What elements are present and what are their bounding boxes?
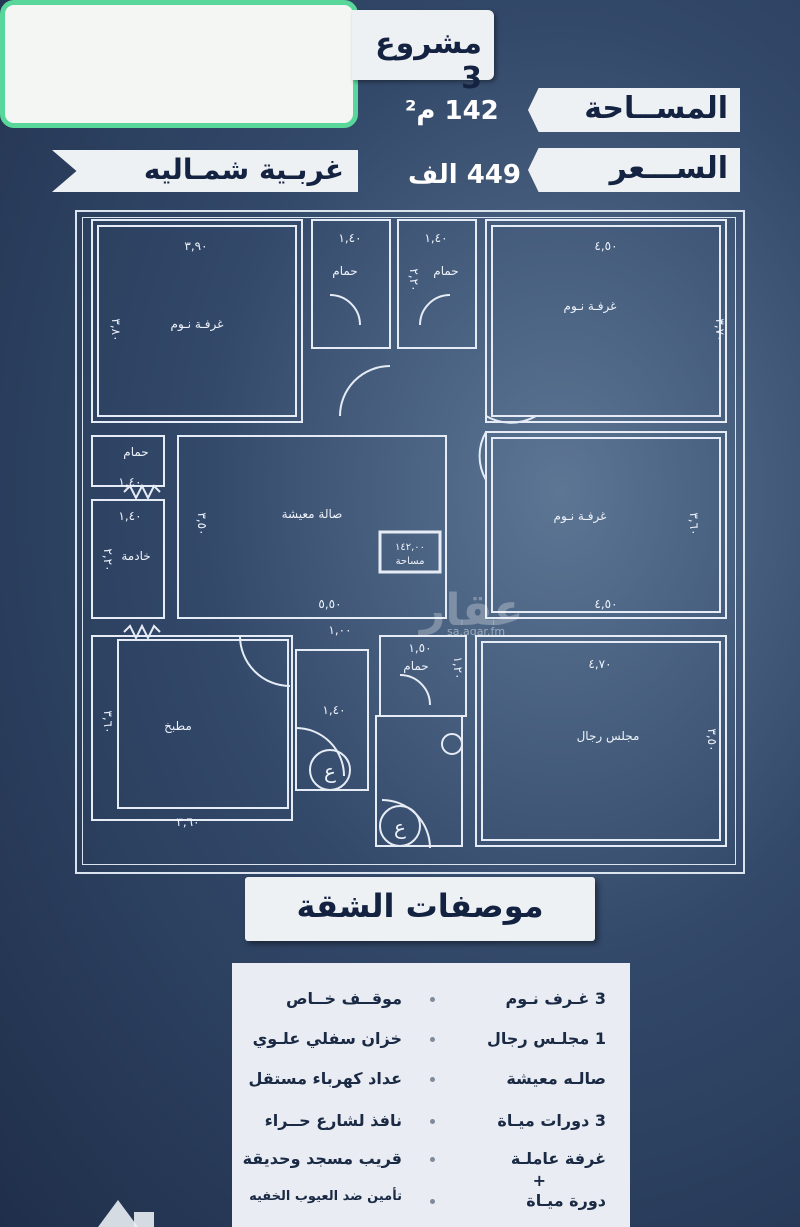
area-label-ribbon: المســاحة bbox=[528, 88, 740, 132]
majlis-height: ٣,٥٠ bbox=[705, 728, 719, 751]
building-logo-icon bbox=[98, 1200, 154, 1227]
spec-right-1: 3 غـرف نـوم bbox=[505, 989, 606, 1008]
bullet bbox=[430, 997, 435, 1002]
bullet bbox=[430, 1199, 435, 1204]
lobby-walls bbox=[375, 715, 463, 847]
bath1-walls bbox=[311, 219, 391, 349]
bedroom1-walls bbox=[91, 219, 303, 423]
floor-plan: ٣,٩٠ غرفـة نـوم ٣,٨٠ ١,٤٠ حمام ١,٤٠ حمام… bbox=[91, 219, 727, 849]
maid-walls bbox=[91, 499, 165, 619]
project-title-tab: مشروع 3 bbox=[352, 10, 494, 96]
bedroom2-walls bbox=[485, 219, 727, 423]
watermark-url: sa.aqar.fm bbox=[447, 625, 506, 638]
bath2-height: ٢,٢٠ bbox=[407, 268, 421, 291]
spec-right-plus: + bbox=[532, 1171, 546, 1190]
bath2-width: ١,٤٠ bbox=[424, 231, 447, 245]
elevator2-icon: ع bbox=[394, 815, 406, 839]
spec-right-2: 1 مجلـس رجال bbox=[487, 1029, 606, 1048]
bedroom2-height: ٣,٧٠ bbox=[713, 318, 727, 341]
bedroom3-height: ٣,٦٠ bbox=[687, 512, 701, 535]
project-title: مشروع 3 bbox=[375, 26, 482, 96]
spec-left-2: خزان سفلي علـوي bbox=[252, 1029, 402, 1048]
living-height: ٣,٥٠ bbox=[195, 512, 209, 535]
bath1-label: حمام bbox=[332, 264, 357, 278]
specs-title-box: موصفات الشقة bbox=[245, 877, 595, 941]
bedroom3-label: غرفـة نـوم bbox=[554, 509, 607, 524]
spec-right-5: غرفة عاملـة bbox=[510, 1149, 606, 1168]
spec-left-6: تأمين ضد العيوب الخفيه bbox=[249, 1189, 402, 1204]
bedroom1-width: ٣,٩٠ bbox=[184, 239, 207, 253]
bath3-walls bbox=[91, 435, 165, 487]
area-value: 142 م² bbox=[405, 96, 499, 126]
bullet bbox=[430, 1157, 435, 1162]
bath3-width: ١,٤٠ bbox=[118, 475, 141, 489]
elevator1-icon: ع bbox=[324, 759, 336, 783]
area-label: المســاحة bbox=[584, 91, 728, 126]
price-value: 449 الف bbox=[408, 160, 521, 190]
kitchen-walls bbox=[91, 635, 293, 821]
direction-value: غربـية شمـاليه bbox=[143, 153, 344, 186]
living-label: صالة معيشة bbox=[282, 507, 343, 521]
bath4-height: ١,٢٠ bbox=[451, 656, 465, 679]
redaction-box bbox=[0, 0, 358, 128]
door-arc bbox=[339, 365, 391, 417]
kitchen-label: مطبخ bbox=[164, 719, 192, 733]
spec-right-4: 3 دورات ميـاة bbox=[497, 1111, 606, 1130]
maid-width: ١,٤٠ bbox=[118, 509, 141, 523]
area-stamp-value: ١٤٢,٠٠ bbox=[395, 542, 425, 553]
bedroom2-label: غرفـة نـوم bbox=[564, 299, 617, 314]
spec-left-4: نافذ لشارع حــراء bbox=[264, 1111, 402, 1130]
corridor-width: ١,٠٠ bbox=[328, 623, 351, 637]
bullet bbox=[430, 1119, 435, 1124]
kitchen-width: ٣,٦٠ bbox=[176, 815, 199, 829]
majlis-label: مجلس رجال bbox=[577, 729, 640, 744]
bath1-width: ١,٤٠ bbox=[338, 231, 361, 245]
spec-left-3: عداد كهرباء مستقل bbox=[248, 1069, 402, 1088]
spec-right-6: دورة ميـاة bbox=[526, 1191, 606, 1210]
spec-left-5: قريب مسجد وحديقة bbox=[242, 1149, 402, 1168]
bedroom1-height: ٣,٨٠ bbox=[109, 318, 123, 341]
maid-height: ٢,٢٠ bbox=[101, 548, 115, 571]
bath4-width: ١,٥٠ bbox=[408, 641, 431, 655]
bath4-label: حمام bbox=[403, 659, 428, 673]
majlis-walls bbox=[475, 635, 727, 847]
living-walls bbox=[177, 435, 447, 619]
maid-label: خادمة bbox=[121, 549, 150, 563]
kitchen-height: ٣,٦٠ bbox=[101, 710, 115, 733]
price-label: الســـعر bbox=[609, 151, 728, 186]
direction-ribbon: غربـية شمـاليه bbox=[52, 150, 358, 192]
bedroom1-label: غرفـة نـوم bbox=[171, 317, 224, 332]
bullet bbox=[430, 1037, 435, 1042]
plan-inner-frame bbox=[82, 217, 736, 865]
watermark-logo: عقار bbox=[420, 585, 524, 636]
living-width: ٥,٥٠ bbox=[318, 597, 341, 611]
bath3-label: حمام bbox=[123, 445, 148, 459]
bedroom3-walls bbox=[485, 431, 727, 619]
bath2-label: حمام bbox=[433, 264, 458, 278]
area-stamp-label: مساحة bbox=[396, 556, 425, 567]
specs-title: موصفات الشقة bbox=[296, 887, 544, 925]
bedroom2-width: ٤,٥٠ bbox=[594, 239, 617, 253]
price-label-ribbon: الســـعر bbox=[528, 148, 740, 192]
bullet bbox=[430, 1077, 435, 1082]
entry-width: ١,٤٠ bbox=[322, 703, 345, 717]
bath2-walls bbox=[397, 219, 477, 349]
specs-card: 3 غـرف نـوم 1 مجلـس رجال صالـه معيشة 3 د… bbox=[232, 963, 630, 1227]
plan-outer-frame bbox=[75, 210, 745, 874]
spec-left-1: موقــف خــاص bbox=[286, 989, 402, 1008]
majlis-width: ٤,٧٠ bbox=[588, 657, 611, 671]
spec-right-3: صالـه معيشة bbox=[506, 1069, 606, 1088]
bedroom3-width: ٤,٥٠ bbox=[594, 597, 617, 611]
